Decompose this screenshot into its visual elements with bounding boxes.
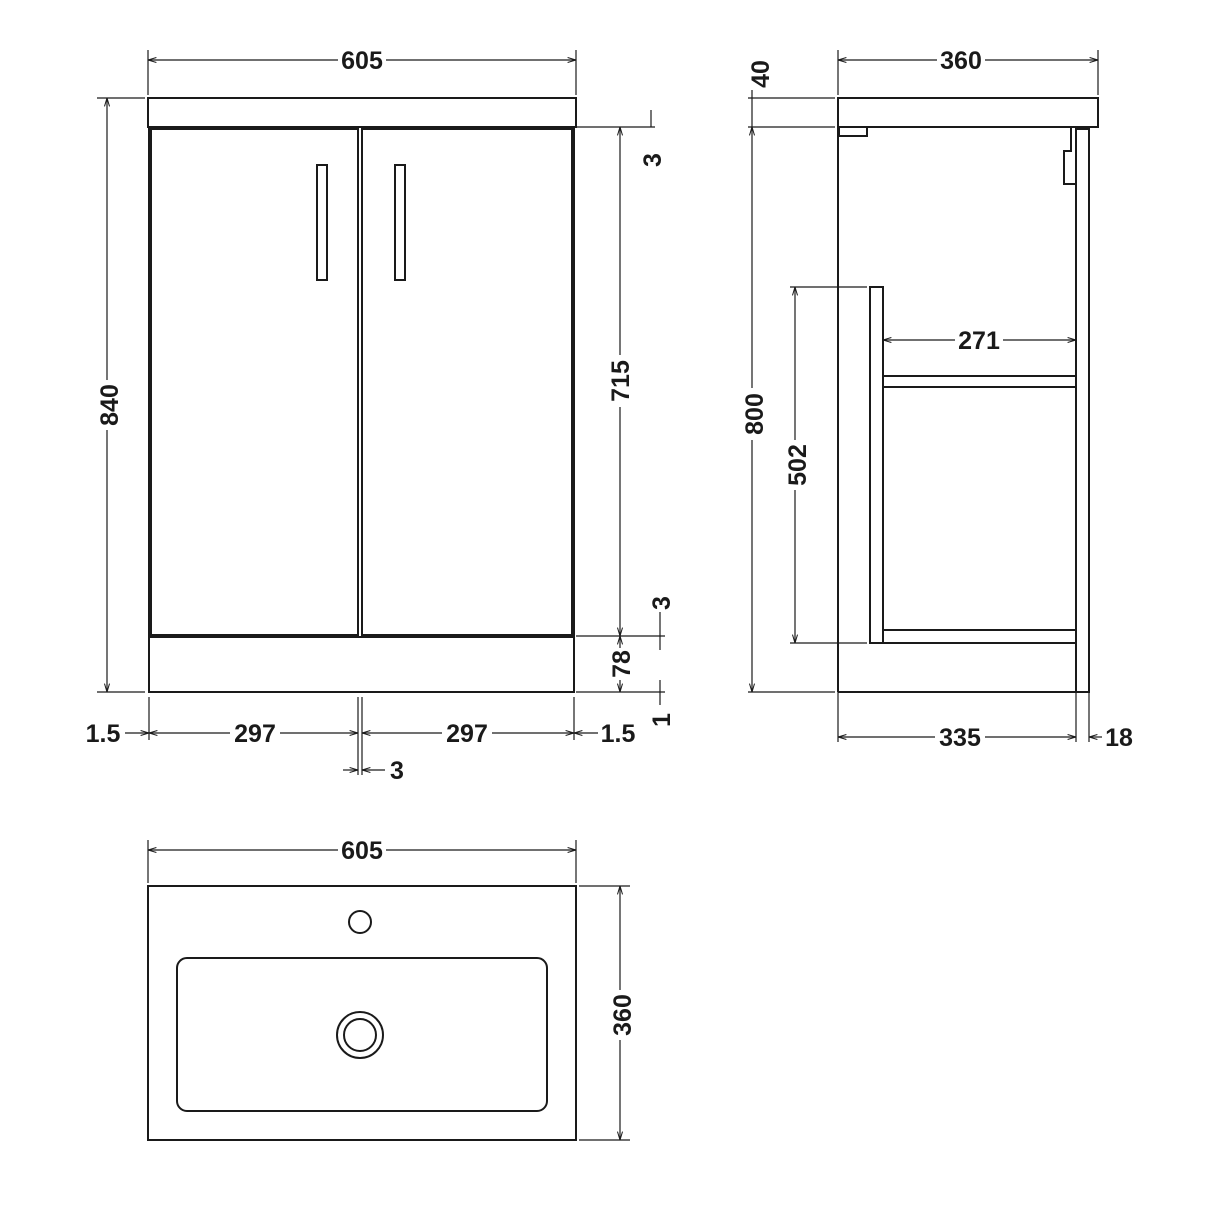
door-thickness-label: 18: [1105, 724, 1133, 752]
countertop: [147, 97, 577, 128]
basin-outline: [147, 885, 577, 1141]
top-view: 605 360: [147, 837, 637, 1141]
bottom-gap-label: 3: [648, 596, 676, 610]
top-thickness-label: 40: [747, 60, 775, 88]
plinth-label: 78: [608, 650, 636, 678]
left-handle: [316, 164, 328, 281]
side-gap-left-label: 1.5: [86, 720, 121, 748]
side-depth-label: 360: [940, 47, 982, 75]
drain-outer: [336, 1011, 384, 1059]
body-height-label: 800: [741, 393, 769, 435]
top-width-label: 605: [341, 837, 383, 865]
drain-inner: [343, 1018, 377, 1052]
front-width-label: 605: [341, 47, 383, 75]
top-gap-label: 3: [639, 153, 667, 167]
top-depth-label: 360: [609, 994, 637, 1036]
bracket: [838, 126, 868, 137]
side-view: 360 40 800 502 271 335 18: [741, 47, 1133, 752]
door-height-label: 715: [607, 360, 635, 402]
shelf-height-label: 502: [784, 444, 812, 486]
shelf-depth-label: 271: [958, 327, 1000, 355]
right-door: [361, 128, 573, 636]
center-gap-label: 3: [390, 757, 404, 785]
door-right-width-label: 297: [446, 720, 488, 748]
floor-gap-label: 1: [648, 713, 676, 727]
shelf-upright: [869, 286, 884, 644]
door-left-width-label: 297: [234, 720, 276, 748]
left-door: [150, 128, 359, 636]
front-height-label: 840: [96, 384, 124, 426]
right-handle: [394, 164, 406, 281]
shelf: [882, 375, 1077, 388]
bottom-shelf: [882, 629, 1077, 644]
side-door-panel: [1075, 128, 1090, 693]
front-view: 605 840 715 3 3 78 1 1.5 297 297 1.5 3: [86, 47, 676, 785]
basin-bowl: [176, 957, 548, 1112]
side-gap-right-label: 1.5: [601, 720, 636, 748]
plinth: [148, 636, 575, 693]
tap-hole: [348, 910, 372, 934]
body-depth-label: 335: [939, 724, 981, 752]
side-countertop: [837, 97, 1099, 128]
